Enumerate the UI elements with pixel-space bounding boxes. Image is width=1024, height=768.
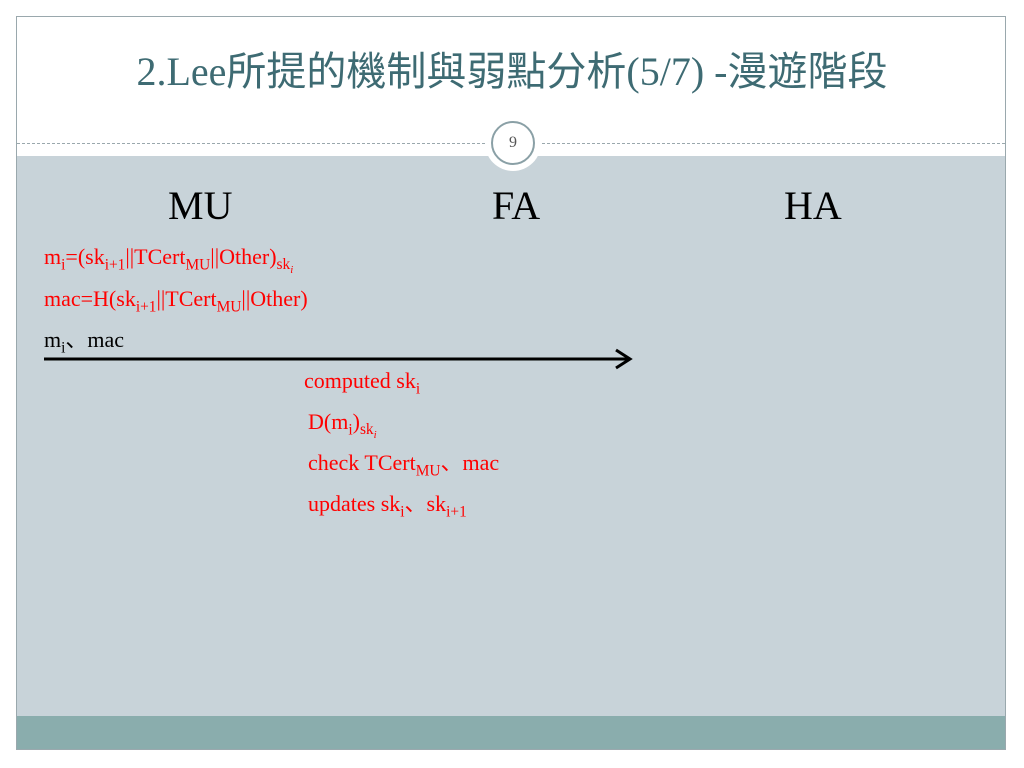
page-number: 9 [491,121,535,165]
fa-step-updates: updates ski、ski+1 [308,491,467,521]
entity-fa: FA [492,183,541,228]
fa-step-computed: computed ski [304,368,421,398]
slide-title: 2.Lee所提的機制與弱點分析(5/7) -漫遊階段 [136,49,888,94]
fa-step-decrypt: D(mi)ski [308,409,377,442]
page-number-badge: 9 [485,115,541,171]
mu-to-fa-arrow [44,348,633,370]
mu-message-mi: mi=(ski+1||TCertMU||Other)ski [44,244,294,277]
content-area [17,156,1005,716]
arrow-label: mi、mac [44,327,125,357]
entity-ha: HA [784,183,842,228]
entity-mu: MU [168,183,233,228]
fa-step-check: check TCertMU、mac [308,450,500,480]
mu-message-mac: mac=H(ski+1||TCertMU||Other) [44,286,308,316]
footer-band [17,716,1005,749]
